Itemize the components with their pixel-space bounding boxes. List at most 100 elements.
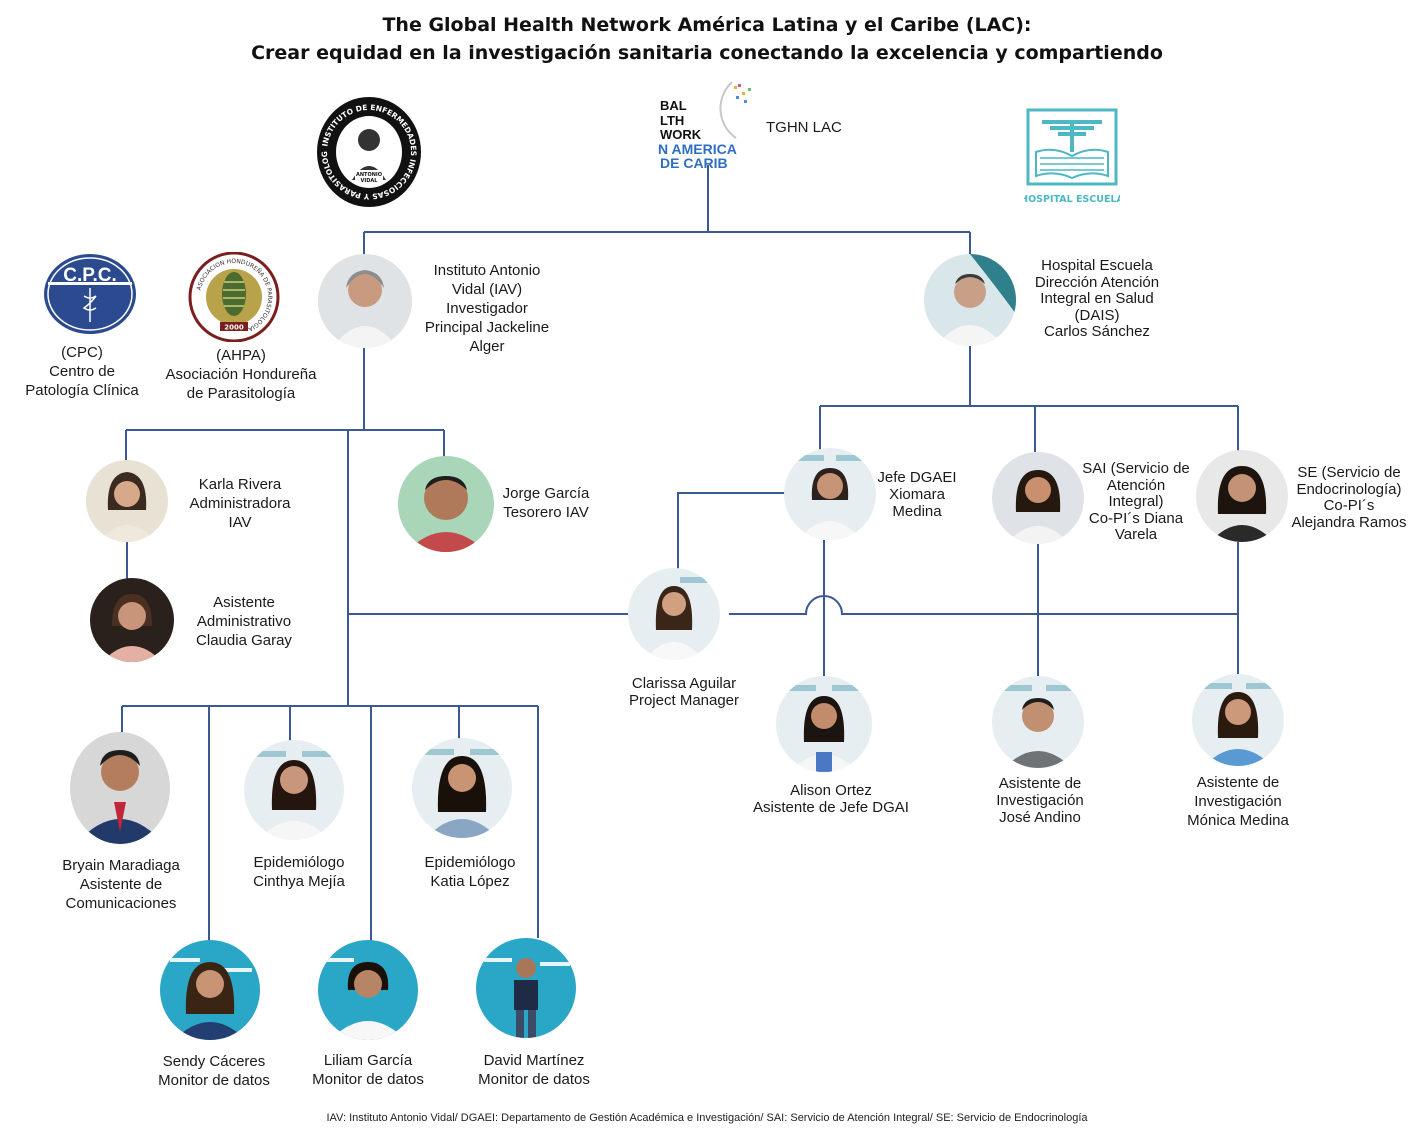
abbreviations-footnote: IAV: Instituto Antonio Vidal/ DGAEI: Dep… — [326, 1112, 1088, 1124]
sendy-line-2: Monitor de datos — [158, 1072, 270, 1089]
tghn-logo-line-2: LTH — [660, 113, 684, 128]
tghn-lac-label: TGHN LAC — [766, 119, 842, 136]
iav-seal-logo: INSTITUTO DE ENFERMEDADES INFECCIOSAS Y … — [313, 89, 422, 213]
avatar-clarissa — [628, 568, 720, 660]
label-sendy: Sendy Cáceres Monitor de datos — [146, 1052, 282, 1090]
katia-line-1: Epidemiólogo — [424, 854, 516, 871]
bryain-line-2: Asistente de — [79, 876, 163, 893]
tghn-logo-line-4: N AMERICA — [658, 141, 737, 157]
cpc-logo: C.P.C. — [42, 252, 138, 341]
avatar-jackeline — [318, 254, 412, 348]
sendy-line-1: Sendy Cáceres — [162, 1053, 266, 1070]
jorge-line-1: Jorge García — [502, 485, 590, 502]
xiomara-line-3: Medina — [892, 503, 942, 520]
avatar-sendy — [160, 940, 260, 1040]
jose-line-2: Investigación — [996, 792, 1084, 809]
xiomara-line-2: Xiomara — [889, 486, 945, 503]
carlos-line-2: Dirección Atención — [1034, 273, 1160, 291]
avatar-bryain — [70, 732, 170, 844]
avatar-david — [476, 938, 576, 1038]
ahpa-abbr: (AHPA) — [216, 347, 266, 364]
label-xiomara: Jefe DGAEI Xiomara Medina — [872, 469, 962, 520]
carlos-line-1: Hospital Escuela — [1041, 257, 1153, 274]
iav-seal-name-2: VIDAL — [361, 178, 379, 184]
avatar-alejandra — [1196, 450, 1288, 542]
cinthya-line-1: Epidemiólogo — [253, 854, 345, 871]
avatar-karla — [86, 460, 168, 542]
ahpa-name-1: Asociación Hondureña — [165, 366, 317, 383]
cpc-name-1: Centro de — [49, 363, 115, 380]
tghn-logo: BAL LTH WORK N AMERICA DE CARIB — [658, 80, 760, 175]
label-claudia: Asistente Administrativo Claudia Garay — [184, 593, 304, 650]
alejandra-line-3: Co-PI´s — [1323, 497, 1375, 514]
bryain-line-3: Comunicaciones — [65, 895, 177, 912]
hospital-escuela-logo-text: HOSPITAL ESCUELA — [1024, 194, 1120, 205]
ahpa-logo: ASOCIACION HONDUREÑA DE PARASITOLOGIA 20… — [188, 251, 280, 347]
cpc-abbr: (CPC) — [61, 344, 103, 361]
alejandra-line-2: Endocrinología) — [1296, 480, 1402, 498]
label-jorge: Jorge García Tesorero IAV — [496, 484, 596, 522]
iav-seal-name-1: ANTONIO — [356, 172, 382, 178]
monica-line-1: Asistente de — [1196, 774, 1280, 791]
label-clarissa: Clarissa Aguilar Project Manager — [612, 675, 756, 709]
claudia-line-2: Administrativo — [196, 613, 292, 630]
label-jose: Asistente de Investigación José Andino — [978, 775, 1102, 826]
diana-line-5: Varela — [1114, 526, 1158, 543]
cpc-logo-text: C.P.C. — [63, 265, 117, 286]
jose-line-1: Asistente de — [998, 775, 1082, 792]
partner-label-cpc: (CPC) Centro de Patología Clínica — [12, 343, 152, 400]
ahpa-name-2: de Parasitología — [186, 385, 296, 402]
liliam-line-1: Liliam García — [323, 1052, 413, 1069]
avatar-claudia — [90, 578, 174, 662]
cinthya-line-2: Cinthya Mejía — [253, 873, 345, 890]
karla-line-3: IAV — [228, 514, 252, 531]
carlos-line-4: (DAIS) — [1074, 306, 1120, 324]
avatar-jorge — [398, 456, 494, 552]
tghn-logo-line-5: DE CARIB — [660, 155, 728, 170]
carlos-line-5: Carlos Sánchez — [1044, 323, 1150, 340]
david-line-2: Monitor de datos — [478, 1071, 590, 1088]
alison-line-2: Asistente de Jefe DGAI — [753, 799, 909, 816]
jackeline-line-1: Instituto Antonio — [433, 262, 541, 279]
diana-line-3: Integral) — [1108, 493, 1164, 510]
claudia-line-3: Claudia Garay — [196, 632, 292, 649]
label-alison: Alison Ortez Asistente de Jefe DGAI — [748, 782, 914, 816]
label-bryain: Bryain Maradiaga Asistente de Comunicaci… — [48, 856, 194, 913]
alejandra-line-1: SE (Servicio de — [1297, 464, 1401, 481]
david-line-1: David Martínez — [483, 1052, 585, 1069]
jose-line-3: José Andino — [999, 809, 1081, 826]
avatar-xiomara — [784, 448, 876, 540]
alison-line-1: Alison Ortez — [790, 782, 872, 799]
hospital-escuela-logo: HOSPITAL ESCUELA — [1020, 106, 1125, 211]
partner-label-ahpa: (AHPA) Asociación Hondureña de Parasitol… — [158, 346, 324, 403]
label-karla: Karla Rivera Administradora IAV — [176, 475, 304, 532]
carlos-line-3: Integral en Salud — [1040, 290, 1154, 307]
label-liliam: Liliam García Monitor de datos — [298, 1051, 438, 1089]
chart-title: The Global Health Network América Latina… — [382, 14, 1032, 36]
avatar-diana — [992, 452, 1084, 544]
label-jackeline: Instituto Antonio Vidal (IAV) Investigad… — [414, 261, 560, 356]
clarissa-line-1: Clarissa Aguilar — [631, 675, 737, 692]
label-monica: Asistente de Investigación Mónica Medina — [1172, 773, 1304, 830]
diana-line-1: SAI (Servicio de — [1082, 460, 1190, 477]
label-david: David Martínez Monitor de datos — [464, 1051, 604, 1089]
diana-line-2: Atención — [1106, 476, 1166, 494]
clarissa-line-2: Project Manager — [628, 691, 740, 709]
label-katia: Epidemiólogo Katia López — [406, 853, 534, 891]
avatar-jose — [992, 676, 1084, 768]
avatar-alison — [776, 676, 872, 772]
label-cinthya: Epidemiólogo Cinthya Mejía — [234, 853, 364, 891]
cpc-name-2: Patología Clínica — [25, 382, 139, 399]
ahpa-year: 2000 — [224, 324, 244, 332]
bryain-line-1: Bryain Maradiaga — [62, 857, 180, 874]
avatar-katia — [412, 738, 512, 838]
label-alejandra: SE (Servicio de Endocrinología) Co-PI´s … — [1286, 464, 1412, 531]
karla-line-1: Karla Rivera — [198, 476, 282, 493]
liliam-line-2: Monitor de datos — [312, 1071, 424, 1088]
label-diana: SAI (Servicio de Atención Integral) Co-P… — [1076, 460, 1196, 544]
xiomara-line-1: Jefe DGAEI — [877, 469, 957, 486]
chart-subtitle: Crear equidad en la investigación sanita… — [251, 42, 1163, 64]
claudia-line-1: Asistente — [213, 594, 275, 611]
tghn-logo-line-3: WORK — [660, 127, 702, 142]
